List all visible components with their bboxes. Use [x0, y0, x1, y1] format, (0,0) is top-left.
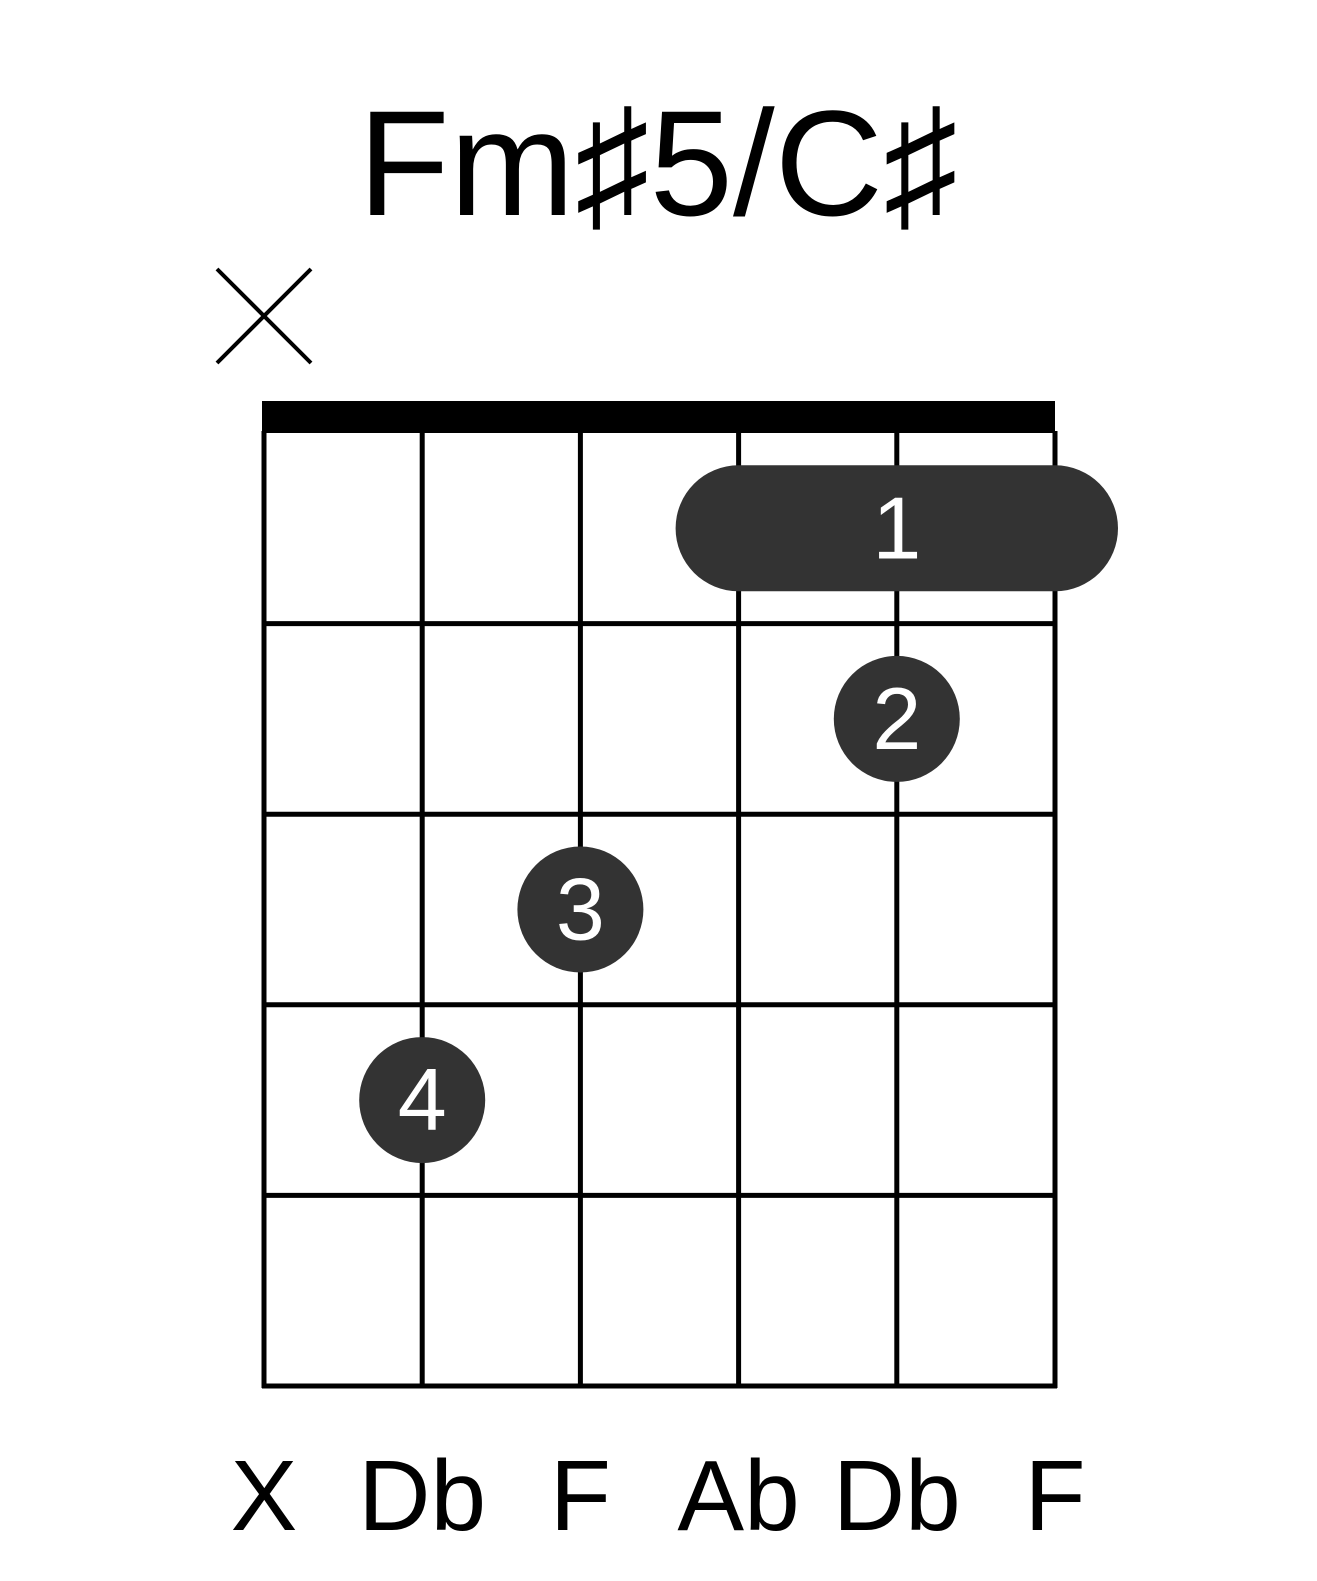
nut: [262, 401, 1055, 433]
finger-3: 3: [517, 846, 644, 973]
finger-dot: [833, 655, 960, 782]
finger-4: 4: [359, 1037, 486, 1164]
finger-dot: [359, 1037, 486, 1164]
finger-1: 1: [675, 465, 1118, 592]
barre-shape: [675, 465, 1118, 592]
finger-number: 3: [556, 860, 605, 959]
chord-title: Fm♯5/C♯: [358, 79, 958, 247]
note-labels: X Db F Ab Db F: [231, 1440, 1086, 1552]
note-label-string-5: Db: [833, 1440, 961, 1552]
note-label-string-3: F: [550, 1440, 611, 1552]
note-label-string-4: Ab: [677, 1440, 799, 1552]
finger-2: 2: [833, 655, 960, 782]
x-icon: [215, 267, 313, 365]
note-label-string-2: Db: [358, 1440, 486, 1552]
note-label-string-1: X: [231, 1440, 298, 1552]
finger-number: 2: [872, 669, 921, 768]
finger-number: 1: [872, 478, 921, 577]
finger-positions: 1 2 3 4: [359, 465, 1118, 1164]
string-markers: [215, 267, 313, 365]
note-label-string-6: F: [1024, 1440, 1085, 1552]
fret-lines: [262, 621, 1057, 1389]
finger-number: 4: [398, 1050, 447, 1149]
finger-dot: [517, 846, 644, 973]
